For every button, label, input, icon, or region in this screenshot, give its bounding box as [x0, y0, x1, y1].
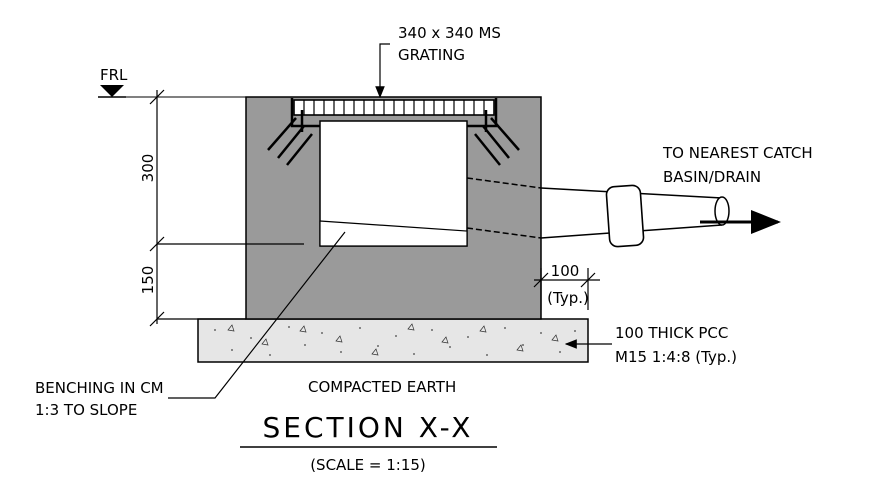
frame-angle-left — [267, 98, 320, 166]
dim-300: 300 — [139, 154, 157, 183]
frl-symbol — [98, 85, 126, 98]
grating — [293, 99, 495, 116]
typ-label: (Typ.) — [547, 289, 589, 307]
benching-label-line1: BENCHING IN CM — [35, 379, 164, 397]
grating-leader — [375, 43, 390, 99]
dim-100: 100 — [551, 262, 580, 280]
grating-label-line1: 340 x 340 MS — [398, 24, 501, 42]
compacted-earth-label: COMPACTED EARTH — [308, 378, 456, 396]
pcc-label-line2: M15 1:4:8 (Typ.) — [615, 348, 737, 366]
wall-thickness-dim — [533, 268, 600, 310]
benching-label-line2: 1:3 TO SLOPE — [35, 401, 137, 419]
concrete-chamber — [245, 96, 542, 320]
vertical-dimension — [149, 89, 304, 327]
frl-label: FRL — [100, 66, 128, 84]
pcc-bed — [197, 318, 589, 363]
outlet-pipe — [466, 177, 730, 248]
dim-150: 150 — [139, 266, 157, 295]
scale-label: (SCALE = 1:15) — [310, 456, 426, 474]
pcc-label-line1: 100 THICK PCC — [615, 324, 728, 342]
section-title: SECTION X-X — [263, 411, 474, 444]
catch-basin-label-line1: TO NEAREST CATCH — [662, 144, 813, 162]
catch-basin-label-line2: BASIN/DRAIN — [663, 168, 761, 186]
pcc-aggregate-dots — [214, 323, 576, 356]
frame-angle-right — [467, 98, 520, 166]
benching-slope — [319, 220, 468, 247]
grating-label-line2: GRATING — [398, 46, 465, 64]
benching-leader — [168, 231, 346, 399]
